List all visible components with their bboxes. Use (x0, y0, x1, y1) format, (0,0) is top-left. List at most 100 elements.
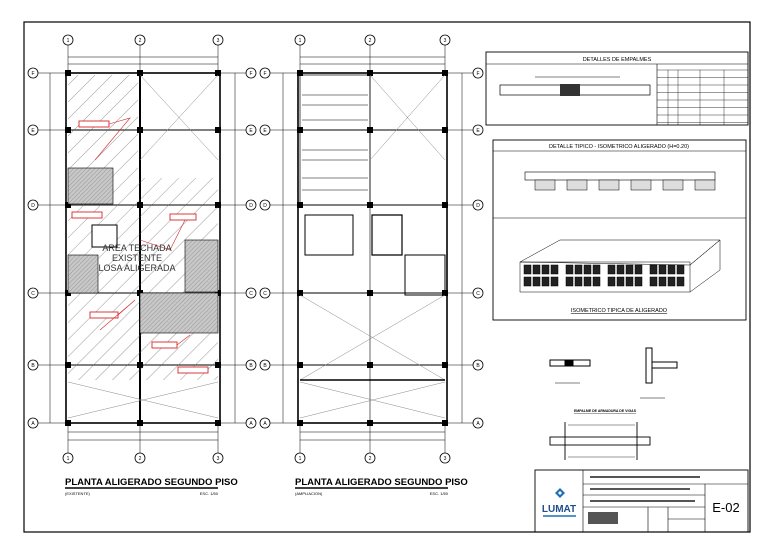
grid-bubble (259, 199, 271, 211)
grid-bubble (259, 67, 271, 79)
grid-row-label: A (476, 421, 480, 427)
isometric-block (607, 264, 616, 275)
beam-splice-title: EMPALME DE ARMADURA DE VIGAS (574, 409, 637, 413)
grid-row-label: C (476, 291, 480, 297)
grid-column-label: 2 (369, 456, 372, 462)
grid-bubble (439, 34, 451, 46)
grid-row-label: D (31, 203, 35, 209)
grid-bubble (62, 452, 74, 464)
isometric-block (583, 276, 592, 287)
isometric-block (625, 276, 634, 287)
grid-bubble (212, 452, 224, 464)
grid-bubble (259, 417, 271, 429)
grid-row-label: B (31, 363, 35, 369)
hollow-block (662, 179, 684, 191)
isometric-block (532, 276, 541, 287)
isometric-block (550, 276, 559, 287)
grid-row-label: B (476, 363, 480, 369)
title-block: LUMAT E-02 (534, 469, 749, 533)
isometric-block (541, 264, 550, 275)
grid-bubble (245, 199, 257, 211)
grid-row-label: A (249, 421, 253, 427)
grid-bubble (259, 124, 271, 136)
isometric-block (634, 276, 643, 287)
plan-existing-body: AREA TECHADA EXISTENTE LOSA ALIGERADA (67, 74, 219, 419)
plan-grid-2 (270, 45, 473, 453)
grid-column-label: 3 (217, 456, 220, 462)
grid-bubble (245, 67, 257, 79)
plan-extension-scale: ESC. 1/50 (430, 491, 449, 496)
isometric-block (649, 276, 658, 287)
isometric-block (607, 276, 616, 287)
grid-bubble (134, 452, 146, 464)
isometric-block (565, 276, 574, 287)
grid-bubble (134, 34, 146, 46)
grid-column-label: 3 (444, 38, 447, 44)
grid-row-label: E (263, 128, 267, 134)
grid-row-label: E (31, 128, 35, 134)
isometric-block (592, 264, 601, 275)
splices-title: DETALLES DE EMPALMES (583, 57, 652, 63)
beam-splice-detail: EMPALME DE ARMADURA DE VIGAS (549, 409, 651, 460)
grid-row-label: C (31, 291, 35, 297)
grid-bubble (27, 67, 39, 79)
hollow-block (630, 179, 652, 191)
isometric-block (583, 264, 592, 275)
isometric-block (649, 264, 658, 275)
isometric-block (667, 264, 676, 275)
grid-bubble (27, 124, 39, 136)
grid-bubble (294, 452, 306, 464)
grid-column-label: 2 (139, 38, 142, 44)
isometric-block (667, 276, 676, 287)
grid-bubble (27, 417, 39, 429)
isometric-block (550, 264, 559, 275)
isometric-block (565, 264, 574, 275)
grid-row-label: A (263, 421, 267, 427)
grid-row-label: D (249, 203, 253, 209)
grid-column-label: 1 (299, 456, 302, 462)
grid-row-label: F (249, 71, 252, 77)
grid-row-label: A (31, 421, 35, 427)
sheet-number: E-02 (712, 500, 739, 515)
grid-column-label: 2 (369, 38, 372, 44)
logo-text: LUMAT (542, 504, 576, 515)
isometric-block (658, 264, 667, 275)
grid-row-label: B (249, 363, 253, 369)
isometric-block (574, 276, 583, 287)
hollow-block (598, 179, 620, 191)
isometric-block (616, 276, 625, 287)
grid-column-label: 3 (444, 456, 447, 462)
grid-bubble (472, 417, 484, 429)
grid-bubble (245, 124, 257, 136)
grid-row-label: B (263, 363, 267, 369)
grid-column-label: 1 (67, 456, 70, 462)
plan-existing-subtitle: (EXISTENTE) (65, 491, 91, 496)
isometric-block (574, 264, 583, 275)
grid-bubble (245, 359, 257, 371)
grid-bubble (472, 287, 484, 299)
plan-extension-title-block: PLANTA ALIGERADO SEGUNDO PISO (AMPLIACIO… (295, 477, 468, 496)
existing-area-note-2: EXISTENTE (112, 253, 162, 263)
grid-row-label: D (476, 203, 480, 209)
grid-row-label: C (263, 291, 267, 297)
isometric-block (676, 264, 685, 275)
isometric-block (658, 276, 667, 287)
grid-row-label: C (249, 291, 253, 297)
grid-row-label: F (263, 71, 266, 77)
isometric-block (592, 276, 601, 287)
grid-row-label: E (249, 128, 253, 134)
isometric-block (625, 264, 634, 275)
plan-existing-title-block: PLANTA ALIGERADO SEGUNDO PISO (EXISTENTE… (65, 477, 238, 496)
grid-bubble (439, 452, 451, 464)
lumat-logo-icon (555, 488, 565, 498)
grid-bubble (245, 287, 257, 299)
grid-row-label: F (476, 71, 479, 77)
grid-bubble (472, 359, 484, 371)
isometric-block (616, 264, 625, 275)
grid-bubble (472, 124, 484, 136)
plan-extension-subtitle: (AMPLIACION) (295, 491, 323, 496)
grid-bubble (259, 359, 271, 371)
